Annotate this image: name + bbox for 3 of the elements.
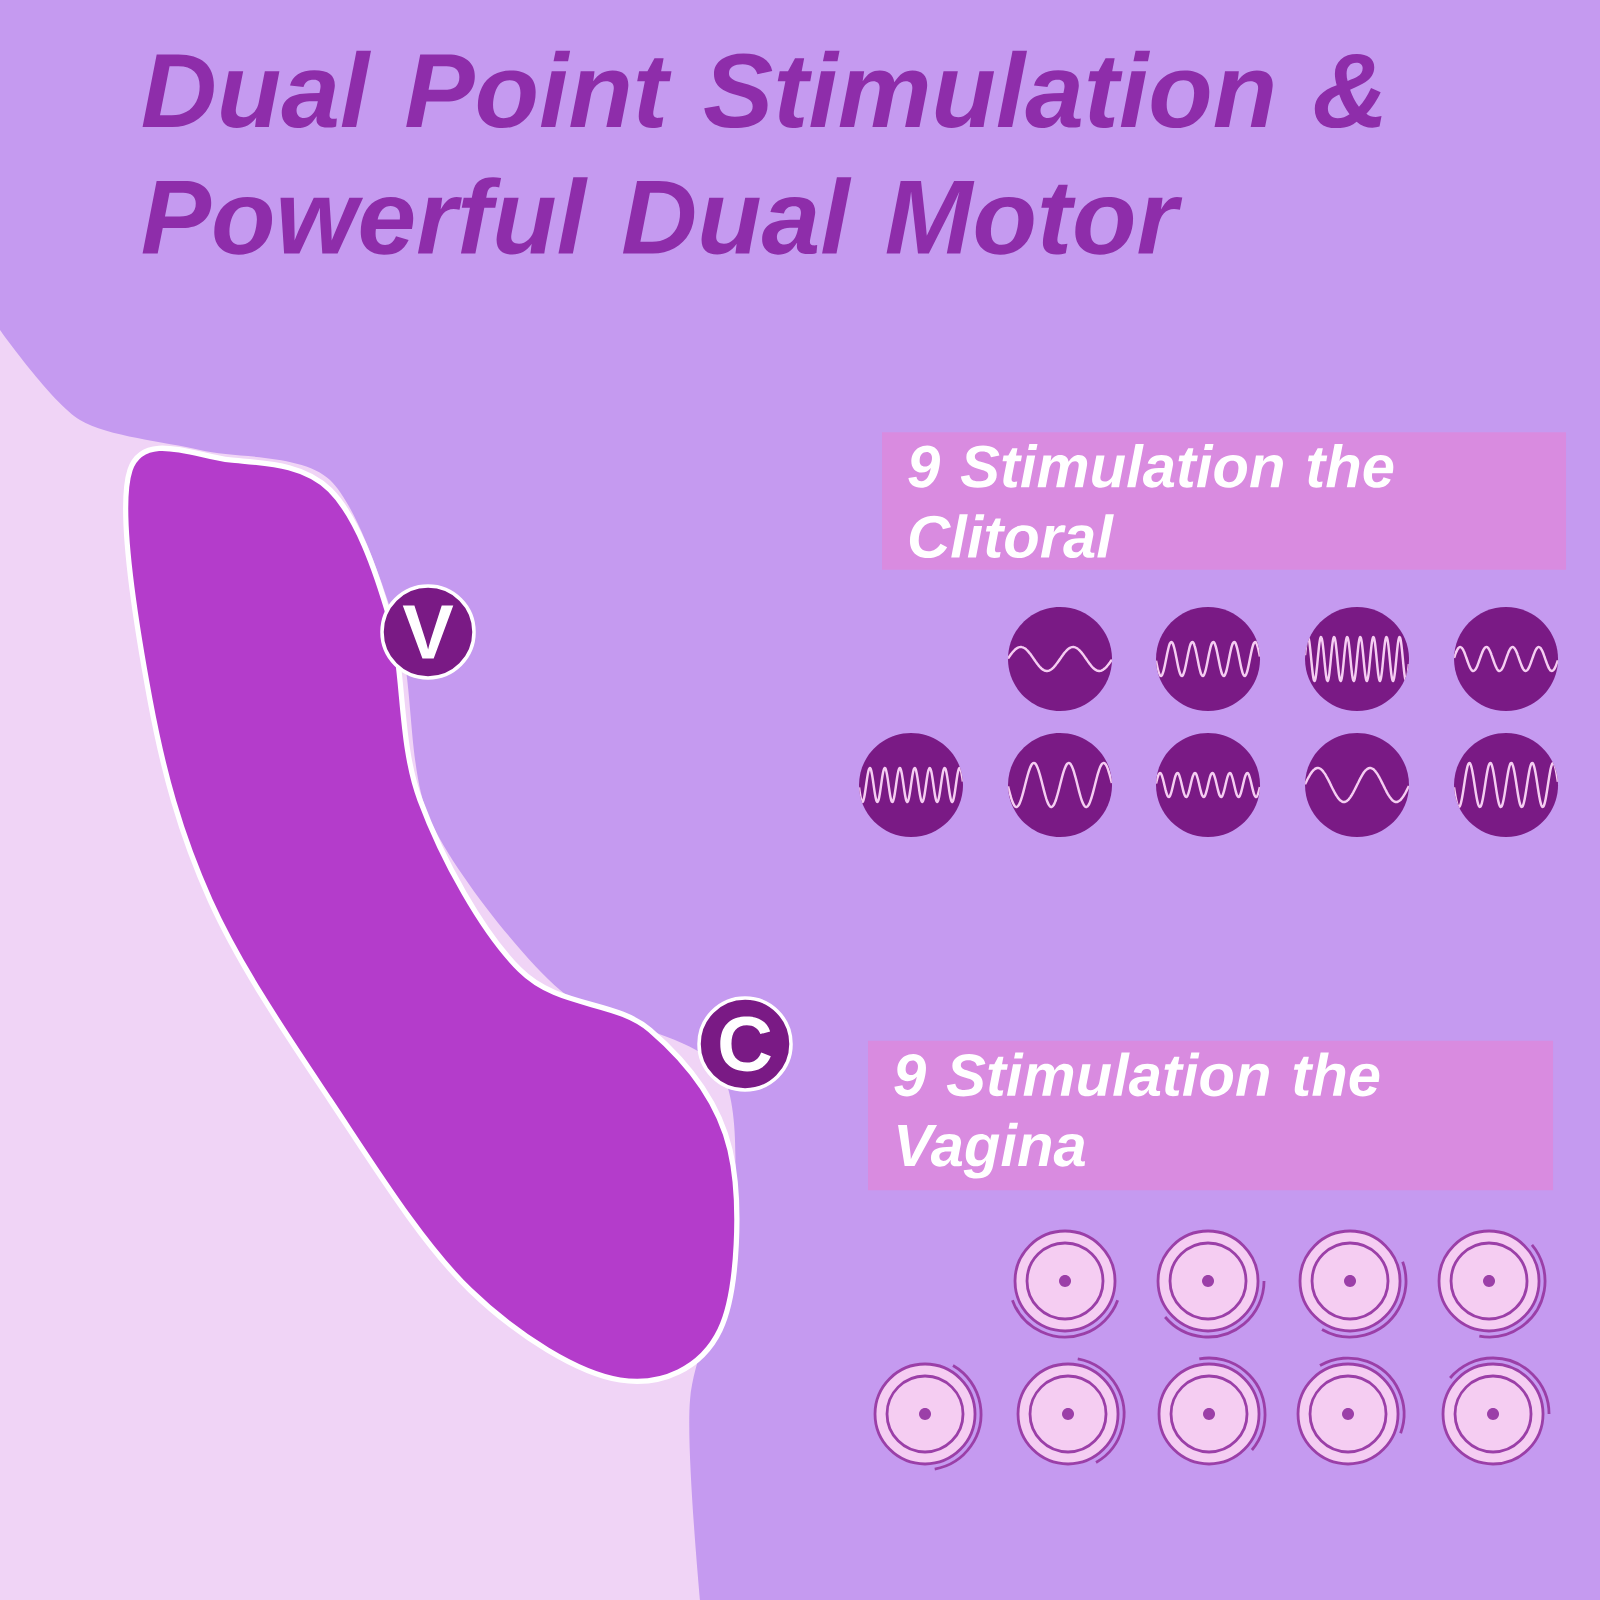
banner: 9 Stimulation the Clitoral xyxy=(882,432,1567,570)
banner: 9 Stimulation the Vagina xyxy=(868,1040,1554,1191)
title: Dual Point Stimulation & Powerful Dual Motor xyxy=(142,50,1382,255)
